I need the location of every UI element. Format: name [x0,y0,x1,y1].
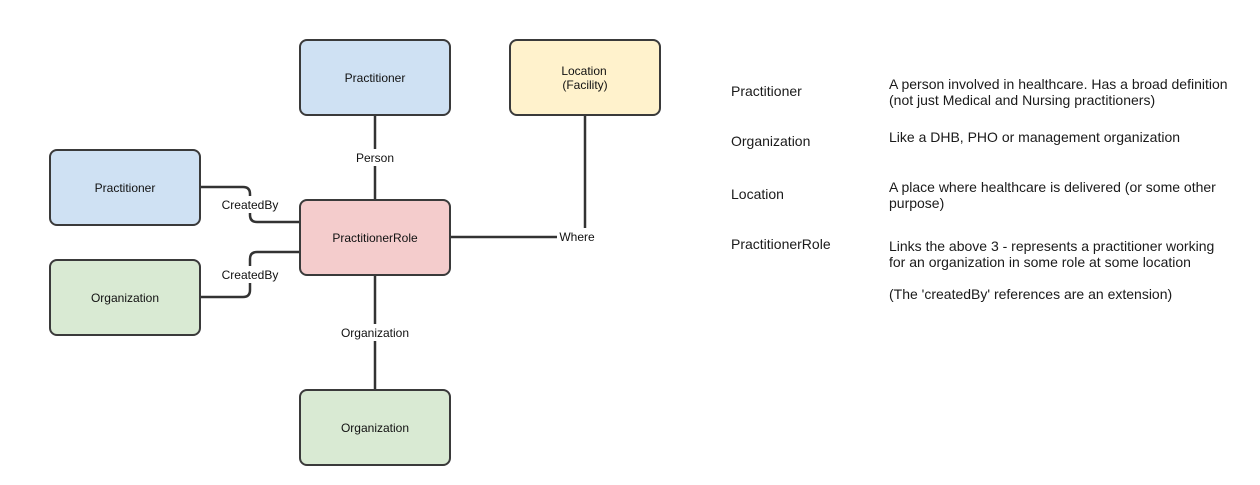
organization-bottom-box [299,389,451,466]
legend-desc-location: A place where healthcare is delivered (o… [889,179,1216,211]
legend-term-location: Location [731,186,784,202]
legend-term-practitioner-role: PractitionerRole [731,236,831,252]
edge-label-organization: Organization [341,326,409,340]
location-sublabel: (Facility) [562,78,607,92]
organization-left-box [49,259,201,336]
edge-label-person: Person [356,151,394,165]
edge-label-createdby-bottom-bg [220,266,280,283]
practitioner-left-box [49,149,201,226]
edge-label-createdby-top-bg [220,196,280,213]
edge-label-where-bg [557,228,597,245]
node-organization-bottom: Organization [299,389,451,466]
node-organization-left: Organization [49,259,201,336]
practitioner-top-box [299,39,451,116]
organization-left-label: Organization [91,291,159,305]
legend-term-organization: Organization [731,133,811,149]
legend-desc-practitioner-role: Links the above 3 - represents a practit… [889,238,1215,270]
practitioner-left-label: Practitioner [95,181,156,195]
node-location: Location (Facility) [509,39,661,116]
organization-bottom-label: Organization [341,421,409,435]
location-box [509,39,661,116]
practitioner-top-label: Practitioner [345,71,406,85]
node-practitioner-left: Practitioner [49,149,201,226]
location-label: Location [561,64,606,78]
edge-label-where: Where [559,230,595,244]
legend-desc-organization: Like a DHB, PHO or management organizati… [889,129,1181,145]
legend-note: (The 'createdBy' references are an exten… [889,286,1173,302]
practitioner-role-label: PractitionerRole [332,231,418,245]
legend-desc-practitioner: A person involved in healthcare. Has a b… [889,76,1228,108]
edge-label-createdby-practitioner: CreatedBy [222,198,279,212]
edge-label-person-bg [353,149,397,166]
edge-label-createdby-organization: CreatedBy [222,268,279,282]
legend-term-practitioner: Practitioner [731,83,802,99]
node-practitioner-top: Practitioner [299,39,451,116]
node-practitioner-role: PractitionerRole [299,199,451,276]
edge-label-organization-bg [338,324,412,341]
practitioner-role-box [299,199,451,276]
connector-where [450,115,587,239]
